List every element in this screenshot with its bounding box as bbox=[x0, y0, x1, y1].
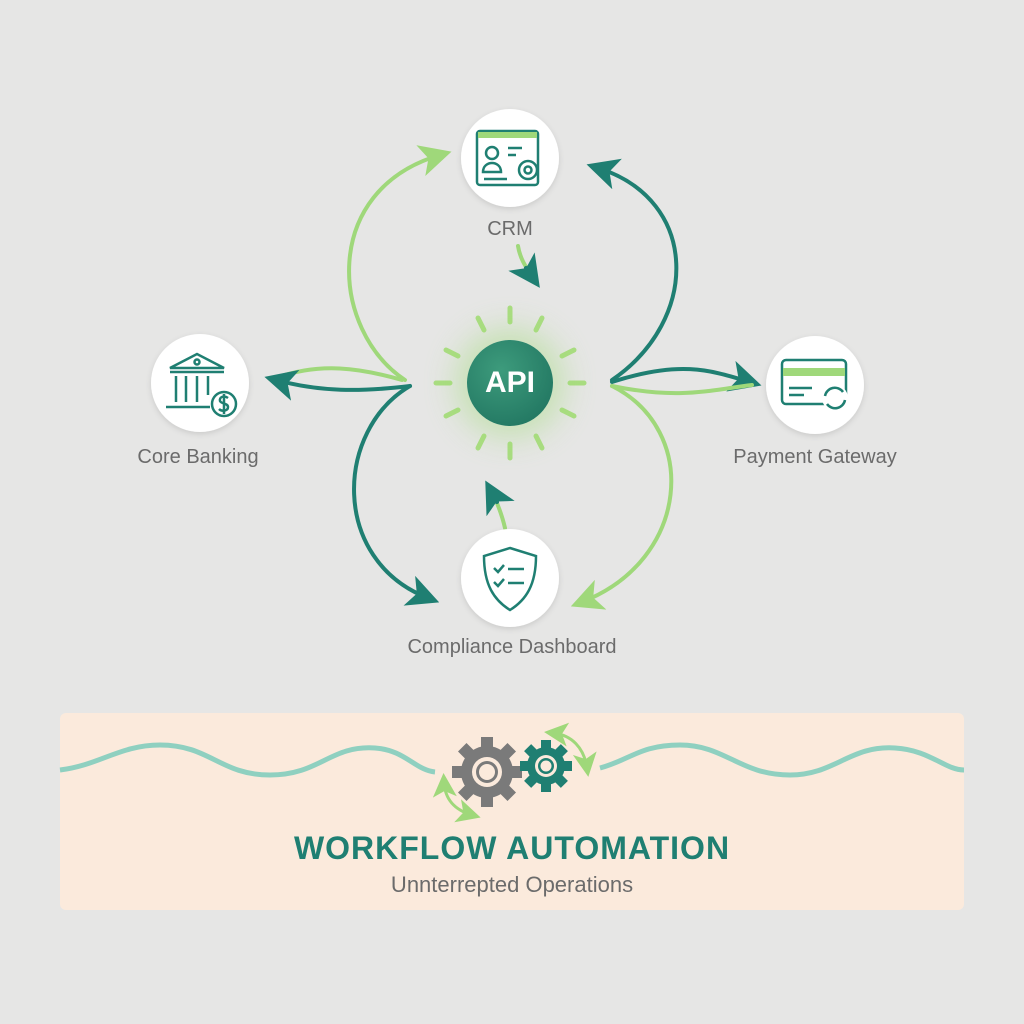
arrow-hub-to-compliance-green bbox=[570, 384, 674, 610]
crm-profile-gear-icon bbox=[475, 129, 540, 187]
arrow-compliance-to-hub-head bbox=[485, 480, 515, 517]
core-banking-label: Core Banking bbox=[137, 446, 259, 468]
banner-title: WORKFLOW AUTOMATION bbox=[293, 830, 731, 866]
api-glow-rays bbox=[433, 305, 587, 461]
api-hub: API bbox=[467, 340, 553, 426]
arrow-hub-to-compliance bbox=[352, 384, 440, 606]
cycle-arrow-icon bbox=[544, 722, 597, 777]
arrow-hub-to-core-banking bbox=[264, 369, 412, 401]
api-hub-label: API bbox=[484, 366, 535, 399]
arrow-hub-to-crm bbox=[347, 145, 452, 382]
compliance-dashboard-label: Compliance Dashboard bbox=[407, 636, 617, 658]
compliance-node bbox=[461, 529, 559, 627]
gray-gear-icon bbox=[452, 737, 522, 807]
wave-left bbox=[59, 742, 436, 778]
arrow-hub-to-payment-green bbox=[610, 383, 754, 396]
shield-checklist-icon bbox=[482, 546, 538, 612]
arrow-hub-to-payment bbox=[610, 360, 762, 392]
workflow-automation-banner bbox=[60, 713, 964, 910]
crm-label: CRM bbox=[487, 218, 533, 240]
teal-gear-icon bbox=[520, 740, 572, 792]
payment-gateway-label: Payment Gateway bbox=[733, 446, 897, 468]
cycle-arrow-icon bbox=[432, 773, 481, 823]
arrow-crm-to-hub-head bbox=[508, 252, 540, 288]
wave-right bbox=[599, 742, 965, 778]
arrow-hub-to-crm-teal bbox=[586, 158, 679, 382]
banner-subtitle: Unnterrepted Operations bbox=[390, 872, 634, 897]
bank-dollar-icon bbox=[166, 352, 238, 418]
card-sync-icon bbox=[780, 358, 848, 411]
